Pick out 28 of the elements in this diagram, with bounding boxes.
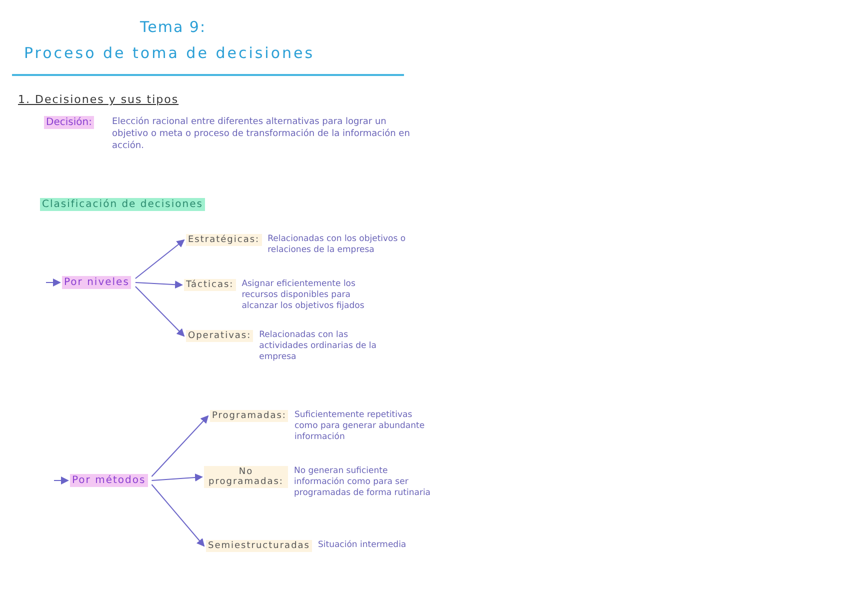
arrow [134, 286, 185, 337]
arrow [46, 278, 61, 286]
arrow [134, 280, 183, 289]
definition-text: Elección racional entre diferentes alternativas para lograr un objetivo o meta o proceso de transformación de la información en acción. [112, 116, 411, 152]
term-highlight: Decisión: [44, 116, 94, 129]
heading: Proceso de toma de decisiones [24, 44, 315, 62]
arrow [151, 415, 209, 477]
type-label: Semiestructuradas [206, 540, 312, 552]
category-highlight: Por métodos [70, 474, 148, 487]
type-label: Tácticas: [184, 279, 236, 291]
type-label: Estratégicas: [186, 234, 262, 246]
subheading-highlight: Clasificación de decisiones [40, 198, 205, 211]
description-text: Situación intermedia [318, 540, 408, 551]
description-text: No generan suficiente información como para ser programadas de forma rutinaria [294, 466, 432, 499]
type-label: Programadas: [210, 410, 288, 422]
arrow [151, 474, 203, 482]
description-text: Relacionadas con los objetivos o relaciones de la empresa [268, 234, 407, 256]
type-label: No programadas: [204, 466, 288, 488]
description-text: Suficientemente repetitivas como para generar abundante información [294, 410, 426, 443]
description-text: Relacionadas con las actividades ordinarias de la empresa [259, 330, 378, 363]
arrow [54, 476, 69, 484]
section-heading: 1. Decisiones y sus tipos [18, 93, 179, 106]
arrow [134, 239, 185, 279]
title: Tema 9: [140, 18, 206, 36]
arrow [151, 484, 205, 547]
description-text: Asignar eficientemente los recursos disponibles para alcanzar los objetivos fijados [242, 279, 366, 312]
type-label: Operativas: [186, 330, 254, 342]
category-highlight: Por niveles [62, 276, 132, 289]
